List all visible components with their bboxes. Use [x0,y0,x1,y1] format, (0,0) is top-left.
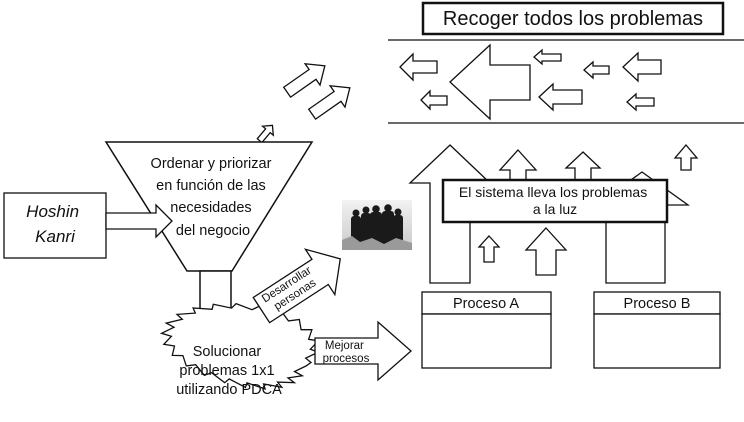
starburst [159,302,320,391]
mejorar-procesos-arrow: Mejorar procesos [314,320,412,382]
problem-arrows [399,43,662,121]
sistema-text: El sistema lleva los problemas a la luz [459,184,651,217]
funnel-text: Ordenar y priorizar en función de las ne… [151,156,276,239]
mejorar-text: Mejorar procesos [323,340,370,365]
proceso-b-box: Proceso B [593,291,721,369]
desarrollar-personas-arrow: Desarrollar personas [252,248,341,324]
hoshin-to-funnel-arrow [105,203,173,239]
incoming-arrows [256,62,351,144]
hoshin-kanri-text: Hoshin Kanri [26,202,84,246]
sistema-box: El sistema lleva los problemas a la luz [441,178,669,224]
proceso-b-label: Proceso B [624,296,691,312]
title-text: Recoger todos los problemas [443,8,703,30]
big-left-arrow [449,43,531,121]
hoshin-kanri-box: Hoshin Kanri [3,192,107,259]
proceso-a-label: Proceso A [453,296,519,312]
proceso-a-box: Proceso A [421,291,552,369]
solucionar-text: Solucionar problemas 1x1 utilizando PDCA [176,344,282,398]
title-box: Recoger todos los problemas [421,1,725,36]
people-silhouette-image [342,200,412,250]
